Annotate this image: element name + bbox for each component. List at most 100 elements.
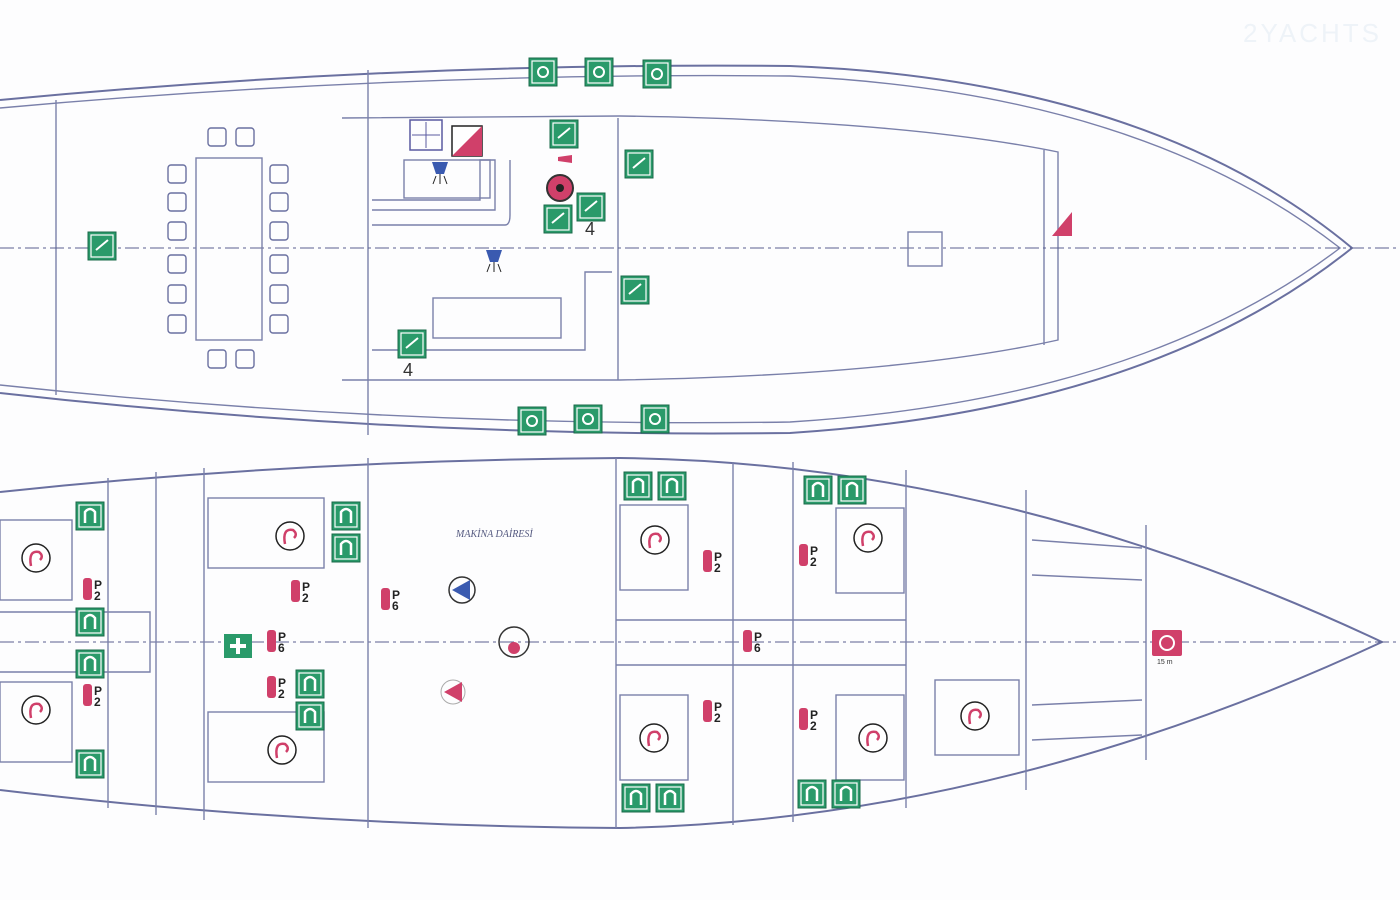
berth-icon xyxy=(275,521,305,551)
chair xyxy=(167,284,187,304)
engine-room-label: MAKİNA DAİRESİ xyxy=(455,528,533,540)
extinguisher-type-label: P xyxy=(714,700,722,714)
berth-icon xyxy=(858,723,888,753)
exit-sign-icon xyxy=(657,471,687,501)
logo: 2YACHTS xyxy=(1243,18,1382,48)
stove-icon xyxy=(409,119,443,151)
berth-icon xyxy=(853,523,883,553)
extinguisher-size-label: 2 xyxy=(94,695,101,709)
chair xyxy=(167,192,187,212)
chair xyxy=(207,349,227,369)
fire-extinguisher-icon: P2 xyxy=(267,676,286,701)
chair xyxy=(269,221,289,241)
fire-detector-icon xyxy=(432,162,448,185)
chair xyxy=(167,164,187,184)
extinguisher-type-label: P xyxy=(278,630,286,644)
extinguisher-type-label: P xyxy=(94,684,102,698)
dining-table xyxy=(195,157,263,341)
chair xyxy=(269,164,289,184)
chair xyxy=(269,192,289,212)
chair xyxy=(235,127,255,147)
tool-sign-icon xyxy=(549,119,579,149)
extinguisher-type-label: P xyxy=(714,550,722,564)
chair xyxy=(167,221,187,241)
berth-icon xyxy=(21,695,51,725)
chair xyxy=(269,254,289,274)
exit-sign-icon xyxy=(331,501,361,531)
fire-extinguisher-icon: P2 xyxy=(703,700,722,725)
extinguisher-size-label: 2 xyxy=(94,589,101,603)
exit-sign-icon xyxy=(655,783,685,813)
fire-extinguisher-icon: P2 xyxy=(291,580,310,605)
chair xyxy=(207,127,227,147)
berth-icon xyxy=(640,525,670,555)
fire-extinguisher-icon: P2 xyxy=(799,708,818,733)
exit-sign-icon xyxy=(75,749,105,779)
extinguisher-type-label: P xyxy=(94,578,102,592)
chair xyxy=(269,314,289,334)
tool-sign-icon xyxy=(543,204,573,234)
exit-sign-icon xyxy=(623,471,653,501)
exit-sign-icon xyxy=(621,783,651,813)
exit-sign-icon xyxy=(75,607,105,637)
upper-deck: 4 4 xyxy=(0,64,1400,435)
fire-pump-icon xyxy=(440,679,466,705)
extinguisher-size-label: 2 xyxy=(810,555,817,569)
fire-extinguisher-icon: P6 xyxy=(381,588,400,613)
extinguisher-type-label: P xyxy=(810,708,818,722)
berth-icon xyxy=(639,723,669,753)
extinguisher-size-label: 6 xyxy=(392,599,399,613)
ring-sign-icon xyxy=(642,59,672,89)
exit-sign-icon xyxy=(803,475,833,505)
fire-hose-reel-icon xyxy=(1152,630,1182,656)
berth-icon xyxy=(960,701,990,731)
ring-sign-icon xyxy=(640,404,670,434)
exit-sign-icon xyxy=(75,501,105,531)
jacket-sign-icon xyxy=(576,192,606,222)
seating-table xyxy=(432,297,562,339)
extinguisher-type-label: P xyxy=(278,676,286,690)
berth-icon xyxy=(21,543,51,573)
chair xyxy=(167,314,187,334)
fire-extinguisher-icon: P6 xyxy=(743,630,762,655)
fire-extinguisher-icon: P2 xyxy=(83,684,102,709)
life-jacket-count: 4 xyxy=(585,219,595,239)
chair xyxy=(167,254,187,274)
ring-sign-icon xyxy=(528,57,558,87)
extinguisher-size-label: 2 xyxy=(714,711,721,725)
exit-sign-icon xyxy=(797,779,827,809)
hatch xyxy=(907,231,943,267)
fire-extinguisher-icon: P6 xyxy=(267,630,286,655)
exit-sign-icon xyxy=(75,649,105,679)
chair xyxy=(235,349,255,369)
exit-sign-icon xyxy=(831,779,861,809)
extinguisher-size-label: 2 xyxy=(302,591,309,605)
horn-icon xyxy=(558,155,572,163)
exit-sign-icon xyxy=(295,701,325,731)
fire-extinguisher-icon: P2 xyxy=(83,578,102,603)
exit-sign-icon xyxy=(837,475,867,505)
jacket-sign-icon xyxy=(397,329,427,359)
immersion-suit-count: 4 xyxy=(403,360,413,380)
chair xyxy=(269,284,289,304)
engine-icon xyxy=(498,626,530,658)
exit-sign-icon xyxy=(295,669,325,699)
exit-sign-icon xyxy=(331,533,361,563)
ring-sign-icon xyxy=(584,57,614,87)
extinguisher-type-label: P xyxy=(754,630,762,644)
ring-sign-icon xyxy=(573,404,603,434)
extinguisher-size-label: 2 xyxy=(810,719,817,733)
extinguisher-size-label: 2 xyxy=(714,561,721,575)
fire-extinguisher-icon: P2 xyxy=(703,550,722,575)
extinguisher-size-label: 2 xyxy=(278,687,285,701)
raft-sign-icon xyxy=(624,149,654,179)
extinguisher-size-label: 6 xyxy=(278,641,285,655)
lower-deck: MAKİNA DAİRESİ 15 m xyxy=(0,456,1400,830)
ring-sign-icon xyxy=(517,406,547,436)
extinguisher-type-label: P xyxy=(302,580,310,594)
fire-hose-length: 15 m xyxy=(1157,659,1173,666)
extinguisher-type-label: P xyxy=(392,588,400,602)
extinguisher-type-label: P xyxy=(810,544,818,558)
